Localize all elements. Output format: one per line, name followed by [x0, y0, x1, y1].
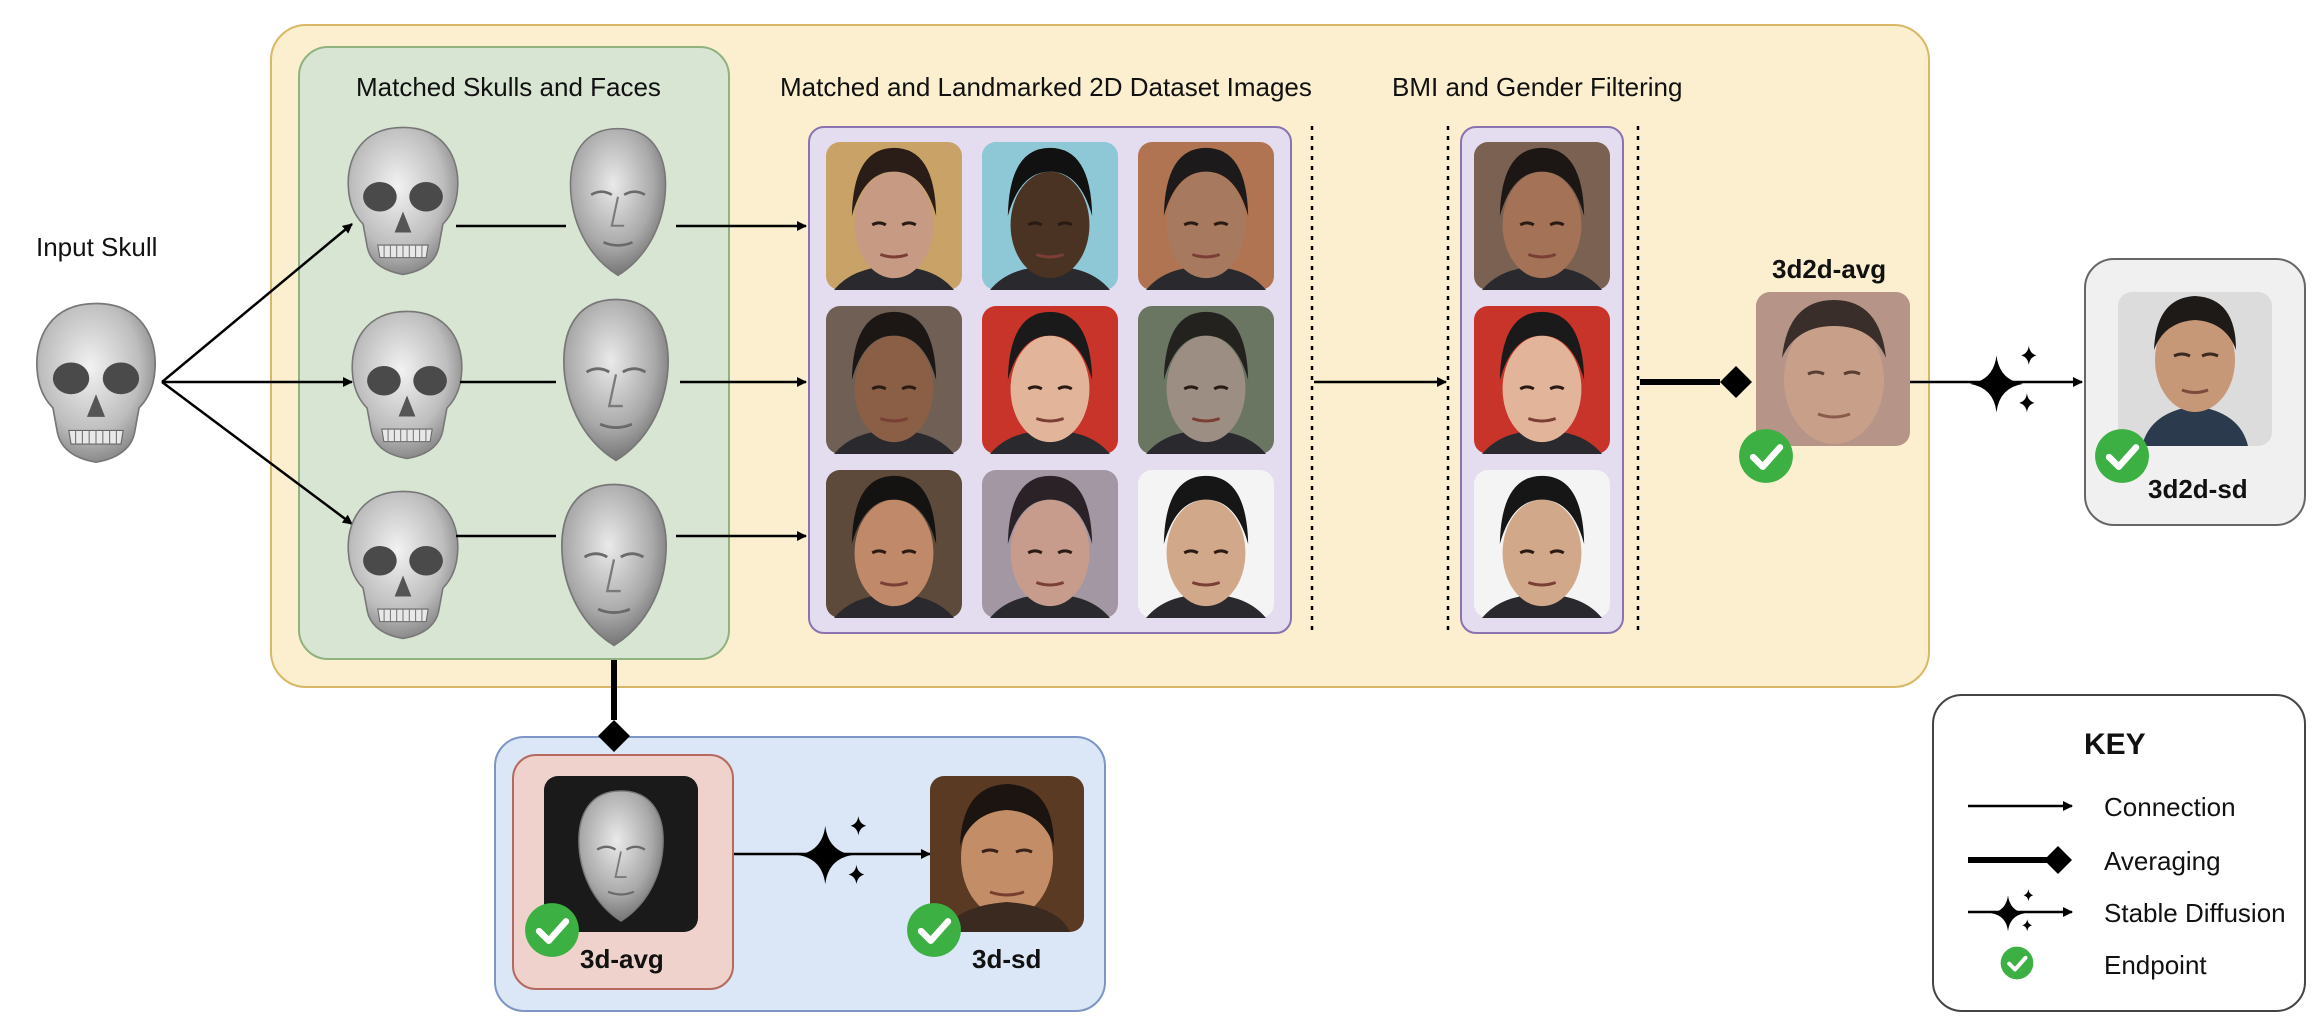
key-connection-label: Connection [2104, 792, 2236, 822]
3d-avg-endpoint-icon [525, 903, 579, 957]
3d-sd-label: 3d-sd [972, 944, 1042, 974]
3d-avg-image [544, 776, 698, 932]
3d2d-sd-label: 3d2d-sd [2148, 474, 2248, 504]
dataset-image-6 [1138, 306, 1274, 454]
stable-diffusion-arrow-3d [734, 815, 931, 885]
input-connection-arrows [161, 223, 353, 526]
key-stable-diffusion-label: Stable Diffusion [2104, 898, 2286, 928]
input-skull-image [35, 302, 157, 464]
dataset-image-7 [826, 470, 962, 618]
key-endpoint-label: Endpoint [2104, 950, 2207, 980]
stable-diffusion-arrow-3d2d [1910, 345, 2083, 413]
key-endpoint-icon [2000, 946, 2034, 980]
filtered-image-2 [1474, 306, 1610, 454]
dataset-image-4 [826, 306, 962, 454]
matched-face-mesh-2 [562, 298, 670, 462]
matched-face-mesh-3 [560, 482, 668, 648]
3d2d-sd-endpoint-icon [2095, 429, 2149, 483]
input-skull-label: Input Skull [36, 232, 158, 262]
3d-sd-image [930, 776, 1084, 932]
filtered-image-1 [1474, 142, 1610, 290]
filtered-image-3 [1474, 470, 1610, 618]
key-stable-diffusion-icon [1968, 889, 2073, 932]
dataset-image-grid [826, 142, 1274, 618]
3d-sd-endpoint-icon [907, 903, 961, 957]
dataset-image-8 [982, 470, 1118, 618]
3d2d-avg-label: 3d2d-avg [1772, 254, 1887, 284]
matched-skull-1 [347, 126, 459, 276]
key-title: KEY [2084, 728, 2146, 761]
dataset-image-9 [1138, 470, 1274, 618]
matched-landmarked-title: Matched and Landmarked 2D Dataset Images [780, 72, 1312, 102]
averaging-connector-3d [598, 660, 630, 752]
dataset-image-5 [982, 306, 1118, 454]
3d2d-avg-endpoint-icon [1739, 429, 1793, 483]
matched-skull-2 [351, 310, 463, 460]
matched-face-mesh-1 [568, 127, 668, 277]
face-to-dataset-arrows [676, 221, 807, 541]
averaging-connector-3d2d [1640, 366, 1752, 398]
3d2d-sd-image [2118, 292, 2272, 446]
3d-avg-label: 3d-avg [580, 944, 664, 974]
bmi-gender-title: BMI and Gender Filtering [1392, 72, 1683, 102]
dotted-separators [1310, 126, 1640, 634]
dataset-image-3 [1138, 142, 1274, 290]
3d2d-avg-image [1756, 292, 1910, 446]
filtered-image-grid [1474, 142, 1610, 618]
matched-skulls-faces-title: Matched Skulls and Faces [356, 72, 661, 102]
dataset-image-2 [982, 142, 1118, 290]
matched-skull-3 [347, 490, 459, 640]
key-averaging-label: Averaging [2104, 846, 2221, 876]
dataset-image-1 [826, 142, 962, 290]
key-legend-panel [1932, 694, 2306, 1012]
key-averaging-icon [1968, 846, 2072, 874]
